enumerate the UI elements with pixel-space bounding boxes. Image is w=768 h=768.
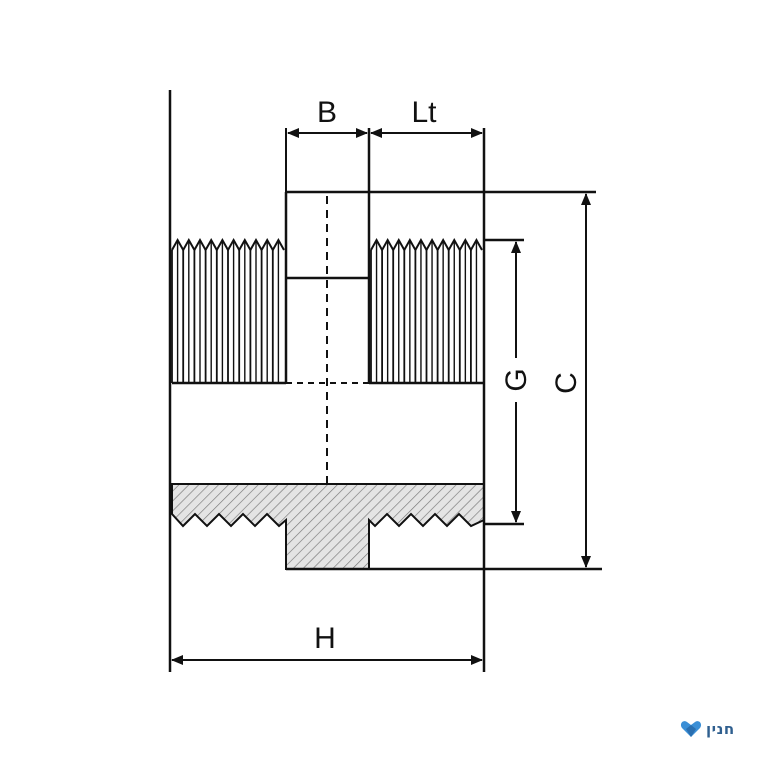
thread-crest-profile: [171, 237, 285, 253]
thread-right: [370, 240, 478, 383]
dimension-g: G: [500, 241, 533, 523]
dimension-c-label: C: [550, 372, 583, 394]
thread-crest-profile: [370, 237, 483, 253]
dimension-b: B: [285, 96, 368, 192]
brand-logo: חנין: [680, 714, 764, 744]
dimension-c: C: [550, 193, 591, 568]
hatched-section: [171, 483, 485, 570]
body-outline: [168, 90, 602, 672]
thread-crest-left: [171, 237, 285, 253]
dimension-lt-label: Lt: [411, 96, 437, 129]
dimension-g-label: G: [500, 368, 533, 391]
brand-logo-text: חנין: [706, 720, 735, 738]
thread-left: [171, 240, 280, 383]
dimension-h: H: [171, 622, 483, 665]
heart-icon: [680, 721, 702, 737]
dimension-lt: Lt: [370, 96, 483, 138]
thread-crest-right: [370, 237, 483, 253]
dimension-h-label: H: [314, 622, 336, 655]
dimension-b-label: B: [317, 96, 337, 129]
